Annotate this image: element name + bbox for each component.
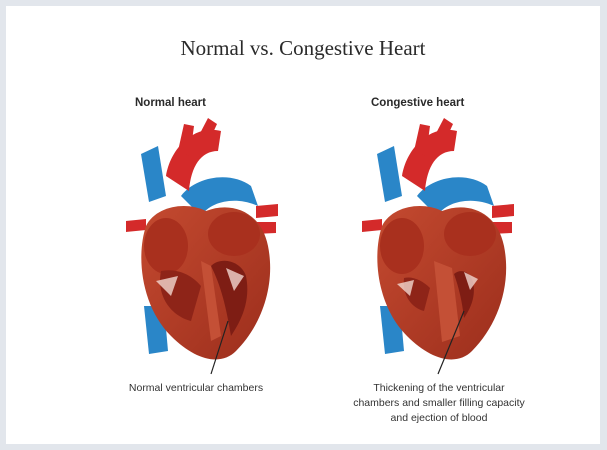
normal-heart-illustration: [126, 118, 278, 374]
pulmonary-vein-right: [492, 204, 514, 218]
right-atrium: [380, 218, 424, 274]
congestive-heart-illustration: [362, 118, 514, 374]
pulmonary-vein-left: [126, 219, 146, 232]
pulmonary-vein-right: [256, 204, 278, 218]
congestive-caption-line-3: and ejection of blood: [324, 411, 554, 426]
superior-vena-cava: [377, 146, 402, 202]
congestive-caption: Thickening of the ventricular chambers a…: [324, 381, 554, 426]
left-atrium: [444, 212, 496, 256]
diagram-card: Normal vs. Congestive Heart Normal heart…: [6, 6, 600, 444]
pulmonary-vein-left: [362, 219, 382, 232]
hearts-svg: [6, 6, 600, 444]
congestive-caption-line-1: Thickening of the ventricular: [324, 381, 554, 396]
right-atrium: [144, 218, 188, 274]
normal-caption: Normal ventricular chambers: [96, 381, 296, 396]
left-atrium: [208, 212, 260, 256]
superior-vena-cava: [141, 146, 166, 202]
normal-caption-line-1: Normal ventricular chambers: [96, 381, 296, 396]
congestive-caption-line-2: chambers and smaller filling capacity: [324, 396, 554, 411]
